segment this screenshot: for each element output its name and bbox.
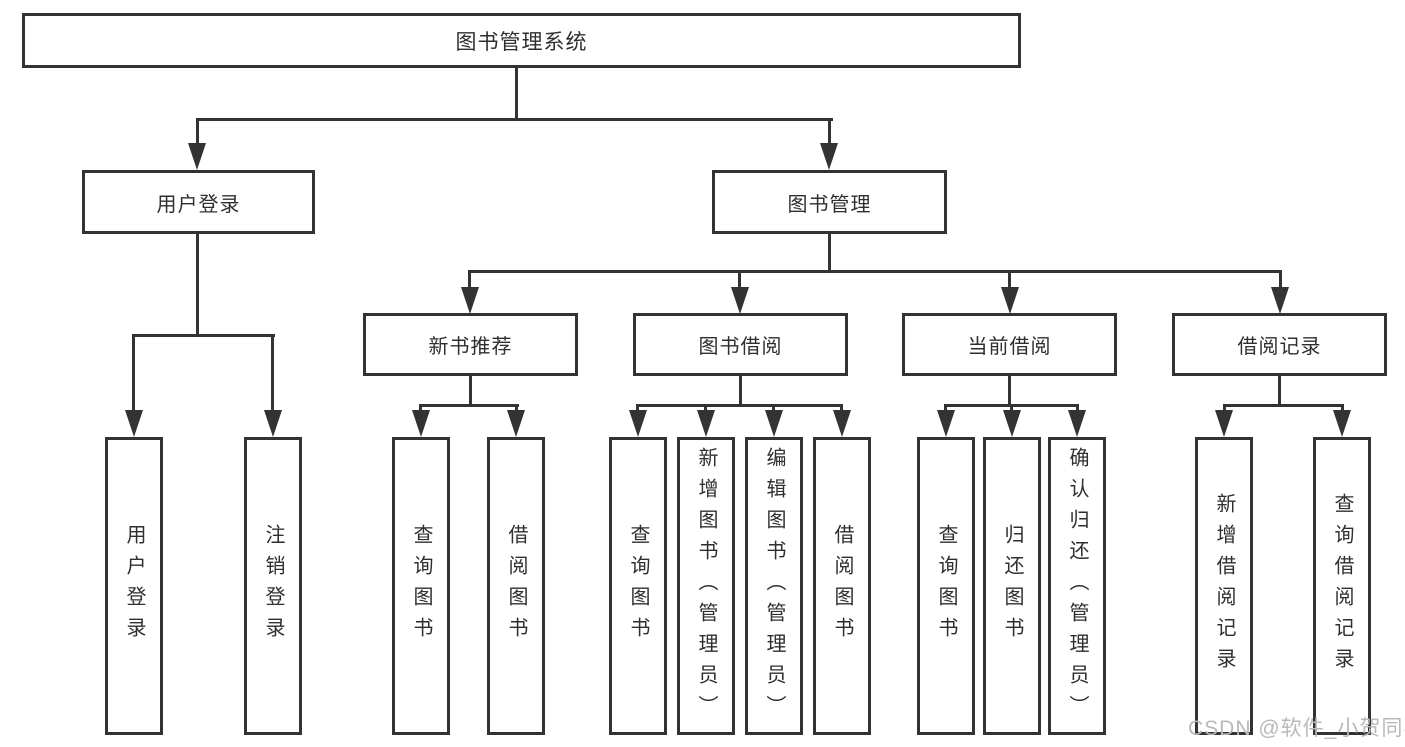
node-label: 新书推荐 xyxy=(428,336,513,358)
connector-line xyxy=(515,404,518,413)
leaf-user-login: 用户登录 xyxy=(105,437,163,735)
arrow-down-icon xyxy=(188,143,206,170)
arrow-down-icon xyxy=(765,410,783,437)
connector-line xyxy=(196,118,199,146)
node-library-management-system: 图书管理系统 xyxy=(22,13,1021,68)
connector-line xyxy=(1279,270,1282,289)
leaf-newrec-borrow-books: 借阅图书 xyxy=(487,437,545,735)
connector-line xyxy=(1008,270,1011,289)
node-book-management: 图书管理 xyxy=(712,170,947,234)
connector-line xyxy=(828,118,831,146)
leaf-label: 借阅图书 xyxy=(831,524,853,648)
connector-line xyxy=(1278,376,1281,406)
leaf-edit-book-admin: 编辑图书（管理员） xyxy=(745,437,803,735)
arrow-down-icon xyxy=(1215,410,1233,437)
arrow-down-icon xyxy=(125,410,143,437)
leaf-logout-login: 注销登录 xyxy=(244,437,302,735)
arrow-down-icon xyxy=(1333,410,1351,437)
leaf-label: 注销登录 xyxy=(262,524,284,648)
connector-line xyxy=(1008,376,1011,406)
connector-line xyxy=(196,118,833,121)
arrow-down-icon xyxy=(820,143,838,170)
connector-line xyxy=(469,376,472,406)
leaf-add-borrow-record: 新增借阅记录 xyxy=(1195,437,1253,735)
leaf-label: 查询图书 xyxy=(410,524,432,648)
connector-line xyxy=(840,404,843,413)
leaf-query-borrow-record: 查询借阅记录 xyxy=(1313,437,1371,735)
connector-line xyxy=(1341,404,1344,413)
connector-line xyxy=(739,376,742,406)
connector-line xyxy=(515,68,518,120)
connector-line xyxy=(1223,404,1344,407)
connector-line xyxy=(1076,404,1079,413)
csdn-watermark: CSDN @软件_小贺同学 xyxy=(1188,717,1405,740)
node-current-borrowing: 当前借阅 xyxy=(902,313,1117,376)
arrow-down-icon xyxy=(264,410,282,437)
node-label: 图书管理系统 xyxy=(455,30,588,54)
arrow-down-icon xyxy=(1001,287,1019,314)
leaf-borrowing-query-books: 查询图书 xyxy=(609,437,667,735)
arrow-down-icon xyxy=(731,287,749,314)
leaf-return-book: 归还图书 xyxy=(983,437,1041,735)
node-borrowing-records: 借阅记录 xyxy=(1172,313,1387,376)
connector-line xyxy=(468,270,471,289)
arrow-down-icon xyxy=(833,410,851,437)
connector-line xyxy=(1223,404,1226,413)
node-label: 用户登录 xyxy=(156,193,241,216)
connector-line xyxy=(1010,404,1013,413)
arrow-down-icon xyxy=(1271,287,1289,314)
node-new-book-recommendation: 新书推荐 xyxy=(363,313,578,376)
arrow-down-icon xyxy=(461,287,479,314)
leaf-borrowing-borrow-books: 借阅图书 xyxy=(813,437,871,735)
node-label: 当前借阅 xyxy=(967,336,1052,358)
connector-line xyxy=(704,404,707,413)
arrow-down-icon xyxy=(937,410,955,437)
node-book-borrowing: 图书借阅 xyxy=(633,313,848,376)
node-label: 图书借阅 xyxy=(698,336,783,358)
leaf-add-book-admin: 新增图书（管理员） xyxy=(677,437,735,735)
leaf-confirm-return-admin: 确认归还（管理员） xyxy=(1048,437,1106,735)
connector-line xyxy=(271,334,274,412)
node-label: 图书管理 xyxy=(787,193,872,216)
leaf-label: 新增图书（管理员） xyxy=(695,446,717,726)
leaf-label: 新增借阅记录 xyxy=(1213,493,1235,679)
connector-line xyxy=(132,334,135,412)
connector-line xyxy=(772,404,775,413)
leaf-label: 查询借阅记录 xyxy=(1331,493,1353,679)
leaf-label: 编辑图书（管理员） xyxy=(763,446,785,726)
leaf-newrec-query-books: 查询图书 xyxy=(392,437,450,735)
arrow-down-icon xyxy=(1068,410,1086,437)
connector-line xyxy=(132,334,275,337)
leaf-current-query-books: 查询图书 xyxy=(917,437,975,735)
connector-line xyxy=(944,404,947,413)
connector-line xyxy=(419,404,519,407)
connector-line xyxy=(196,234,199,336)
arrow-down-icon xyxy=(697,410,715,437)
leaf-label: 用户登录 xyxy=(123,524,145,648)
leaf-label: 归还图书 xyxy=(1001,524,1023,648)
arrow-down-icon xyxy=(1003,410,1021,437)
connector-line xyxy=(419,404,422,413)
connector-line xyxy=(636,404,639,413)
arrow-down-icon xyxy=(412,410,430,437)
leaf-label: 查询图书 xyxy=(935,524,957,648)
connector-line xyxy=(636,404,843,407)
arrow-down-icon xyxy=(507,410,525,437)
leaf-label: 确认归还（管理员） xyxy=(1066,446,1088,726)
leaf-label: 借阅图书 xyxy=(505,524,527,648)
connector-line xyxy=(738,270,741,289)
node-label: 借阅记录 xyxy=(1237,336,1322,358)
connector-line xyxy=(468,270,1282,273)
leaf-label: 查询图书 xyxy=(627,524,649,648)
node-user-login: 用户登录 xyxy=(82,170,315,234)
connector-line xyxy=(828,234,831,272)
arrow-down-icon xyxy=(629,410,647,437)
